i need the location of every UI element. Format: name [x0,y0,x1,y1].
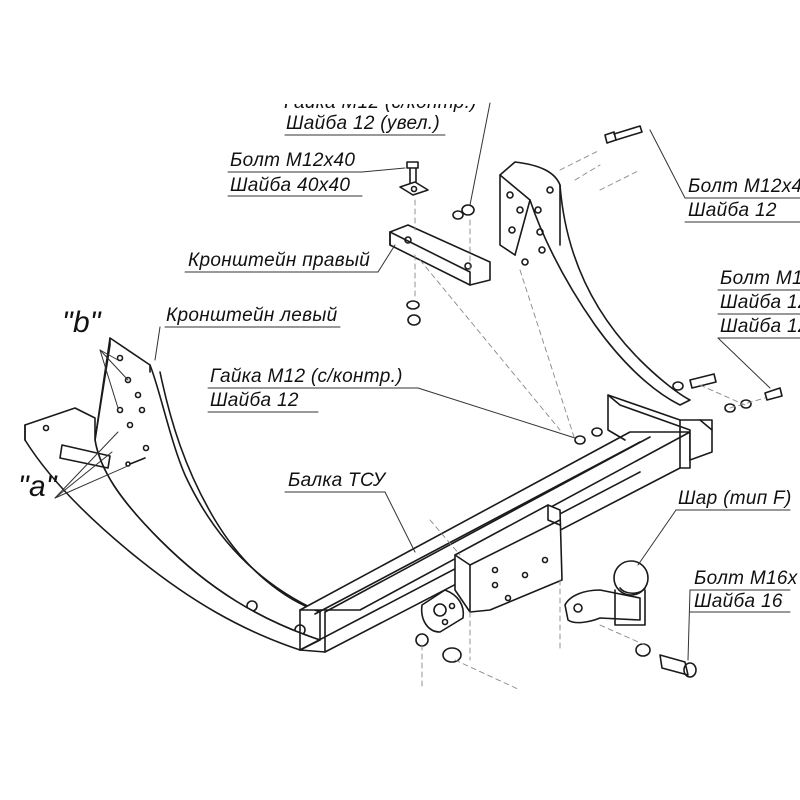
label-bolt-m12x40: Болт М12х40 [230,150,356,171]
label-washer-40x40: Шайба 40х40 [230,175,351,196]
right-bracket [499,161,691,406]
label-beam: Балка ТСУ [288,470,386,491]
label-washer-12-r3: Шайба 12 [720,316,800,337]
assembly-guides [414,149,766,691]
label-ball: Шар (тип F) [678,488,792,509]
label-top-nut: Гайка М12 (с/контр.) [284,92,477,113]
label-bolt-m12x4-right: Болт М12х4 [688,176,800,197]
label-bracket-left: Кронштейн левый [166,305,338,326]
marker-b: "b" [62,306,101,339]
label-nut-m12: Гайка М12 (с/контр.) [210,366,403,387]
label-bolt-m1-right: Болт М1 [720,268,800,289]
label-washer-16: Шайба 16 [694,591,783,612]
coupling-plate [420,589,465,633]
right-bracket-plate [389,224,491,286]
label-bracket-right: Кронштейн правый [188,250,371,271]
tow-ball [564,560,649,626]
label-washer-12-big: Шайба 12 (увел.) [286,113,440,134]
label-washer-12-mid: Шайба 12 [210,390,299,411]
leader-lines [54,102,800,661]
marker-a: "a" [18,470,57,503]
label-bolt-m16: Болт М16х [694,568,798,589]
label-washer-12-right: Шайба 12 [688,200,777,221]
mount-plate [454,504,563,613]
right-end-plate [607,394,713,461]
label-washer-12-r2: Шайба 12 [720,292,800,313]
beam [299,429,691,653]
